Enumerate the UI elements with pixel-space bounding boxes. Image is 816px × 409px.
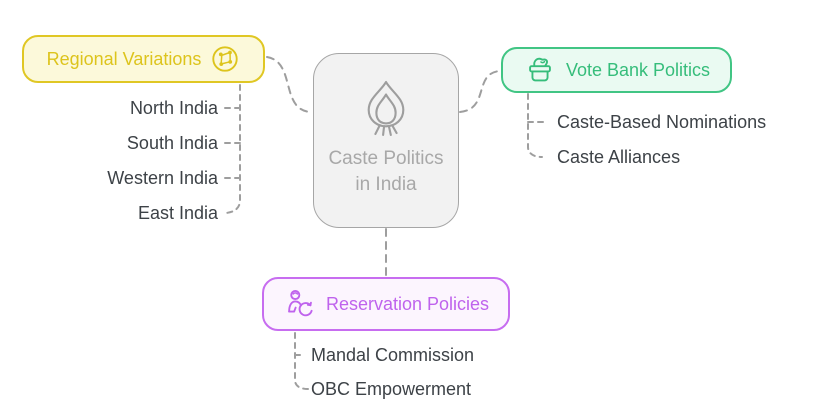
- branch-reservation-policies[interactable]: Reservation Policies: [262, 277, 510, 331]
- leaf-mandal-commission[interactable]: Mandal Commission: [311, 345, 475, 365]
- connector-regional-to-center: [266, 56, 311, 113]
- leaf-north-india[interactable]: North India: [129, 98, 218, 118]
- leaf-obc-empowerment[interactable]: OBC Empowerment: [311, 379, 472, 399]
- globe-network-icon: [212, 46, 239, 72]
- leaf-caste-based-nominations[interactable]: Caste-Based Nominations: [557, 112, 767, 132]
- center-node-label: Caste Politics in India: [328, 148, 444, 195]
- center-node[interactable]: Caste Politics in India: [313, 53, 459, 228]
- leaf-east-india[interactable]: East India: [137, 203, 218, 223]
- onion-icon: [367, 80, 405, 136]
- leaf-caste-alliances[interactable]: Caste Alliances: [557, 147, 681, 167]
- connector-votebank-trunk: [527, 93, 543, 158]
- connector-reservation-trunk: [294, 332, 309, 390]
- branch-vote-bank-politics[interactable]: Vote Bank Politics: [501, 47, 732, 93]
- branch-label: Reservation Policies: [325, 293, 490, 314]
- ballot-box-icon: [529, 57, 551, 82]
- branch-label: Regional Variations: [46, 48, 202, 69]
- connector-center-to-votebank: [459, 70, 501, 113]
- leaf-western-india[interactable]: Western India: [107, 168, 218, 188]
- branch-label: Vote Bank Politics: [565, 59, 711, 80]
- person-refresh-icon: [288, 290, 313, 317]
- branch-regional-variations[interactable]: Regional Variations: [22, 35, 265, 83]
- leaf-south-india[interactable]: South India: [126, 133, 218, 153]
- connector-regional-trunk: [225, 84, 241, 214]
